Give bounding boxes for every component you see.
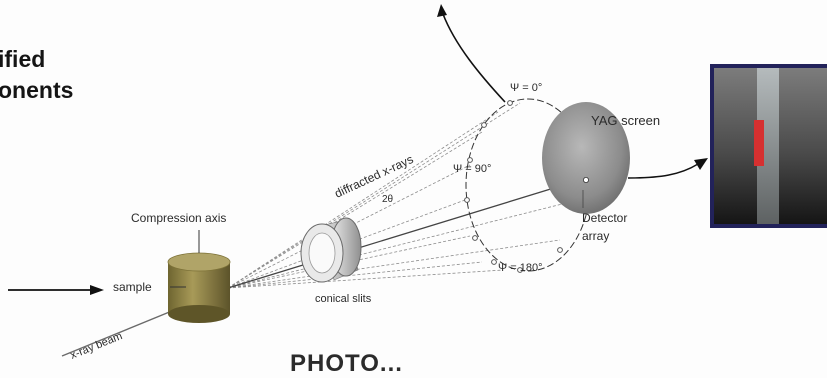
cone-circle-markers (464, 100, 563, 273)
heading: ified onents (0, 44, 73, 106)
diffracted-curve-arrow-head (437, 4, 447, 17)
psi-0-label: Ψ = 0° (510, 82, 542, 94)
footer-fragment: PHOTO... (290, 350, 403, 377)
heading-line-2: onents (0, 77, 74, 103)
xray-beam-label: x-ray beam (69, 330, 125, 361)
yag-screen-label: YAG screen (591, 113, 660, 128)
inset-highlight (754, 120, 764, 166)
compression-axis-label: Compression axis (131, 211, 226, 225)
diffraction-cone-lines (227, 102, 579, 289)
detector-point (583, 176, 590, 183)
psi-90-label: Ψ = 90° (453, 163, 491, 175)
screen-to-inset-arrow-head (694, 158, 708, 170)
detector-inset-image (710, 64, 827, 228)
beam-axis-line (227, 179, 581, 289)
screen-to-inset-arrow (627, 163, 699, 179)
array-label: array (582, 229, 609, 243)
diffracted-curve-arrow (442, 13, 506, 103)
incoming-arrow-head (90, 285, 104, 295)
heading-line-1: ified (0, 46, 46, 72)
diffracted-xrays-label: diffracted x-rays (332, 152, 415, 201)
sample-label: sample (113, 280, 152, 294)
detector-label: Detector (582, 211, 627, 225)
two-theta-label: 2θ (382, 194, 394, 205)
sample-cylinder (167, 252, 231, 323)
diffraction-diagram: Ψ = 0° Ψ = 90° Ψ = 180° 2θ diffracted x-… (8, 4, 827, 361)
conical-slits-label: conical slits (315, 293, 372, 305)
conical-slits (300, 217, 362, 283)
psi-180-label: Ψ = 180° (498, 262, 542, 274)
yag-screen-disc (542, 102, 630, 214)
